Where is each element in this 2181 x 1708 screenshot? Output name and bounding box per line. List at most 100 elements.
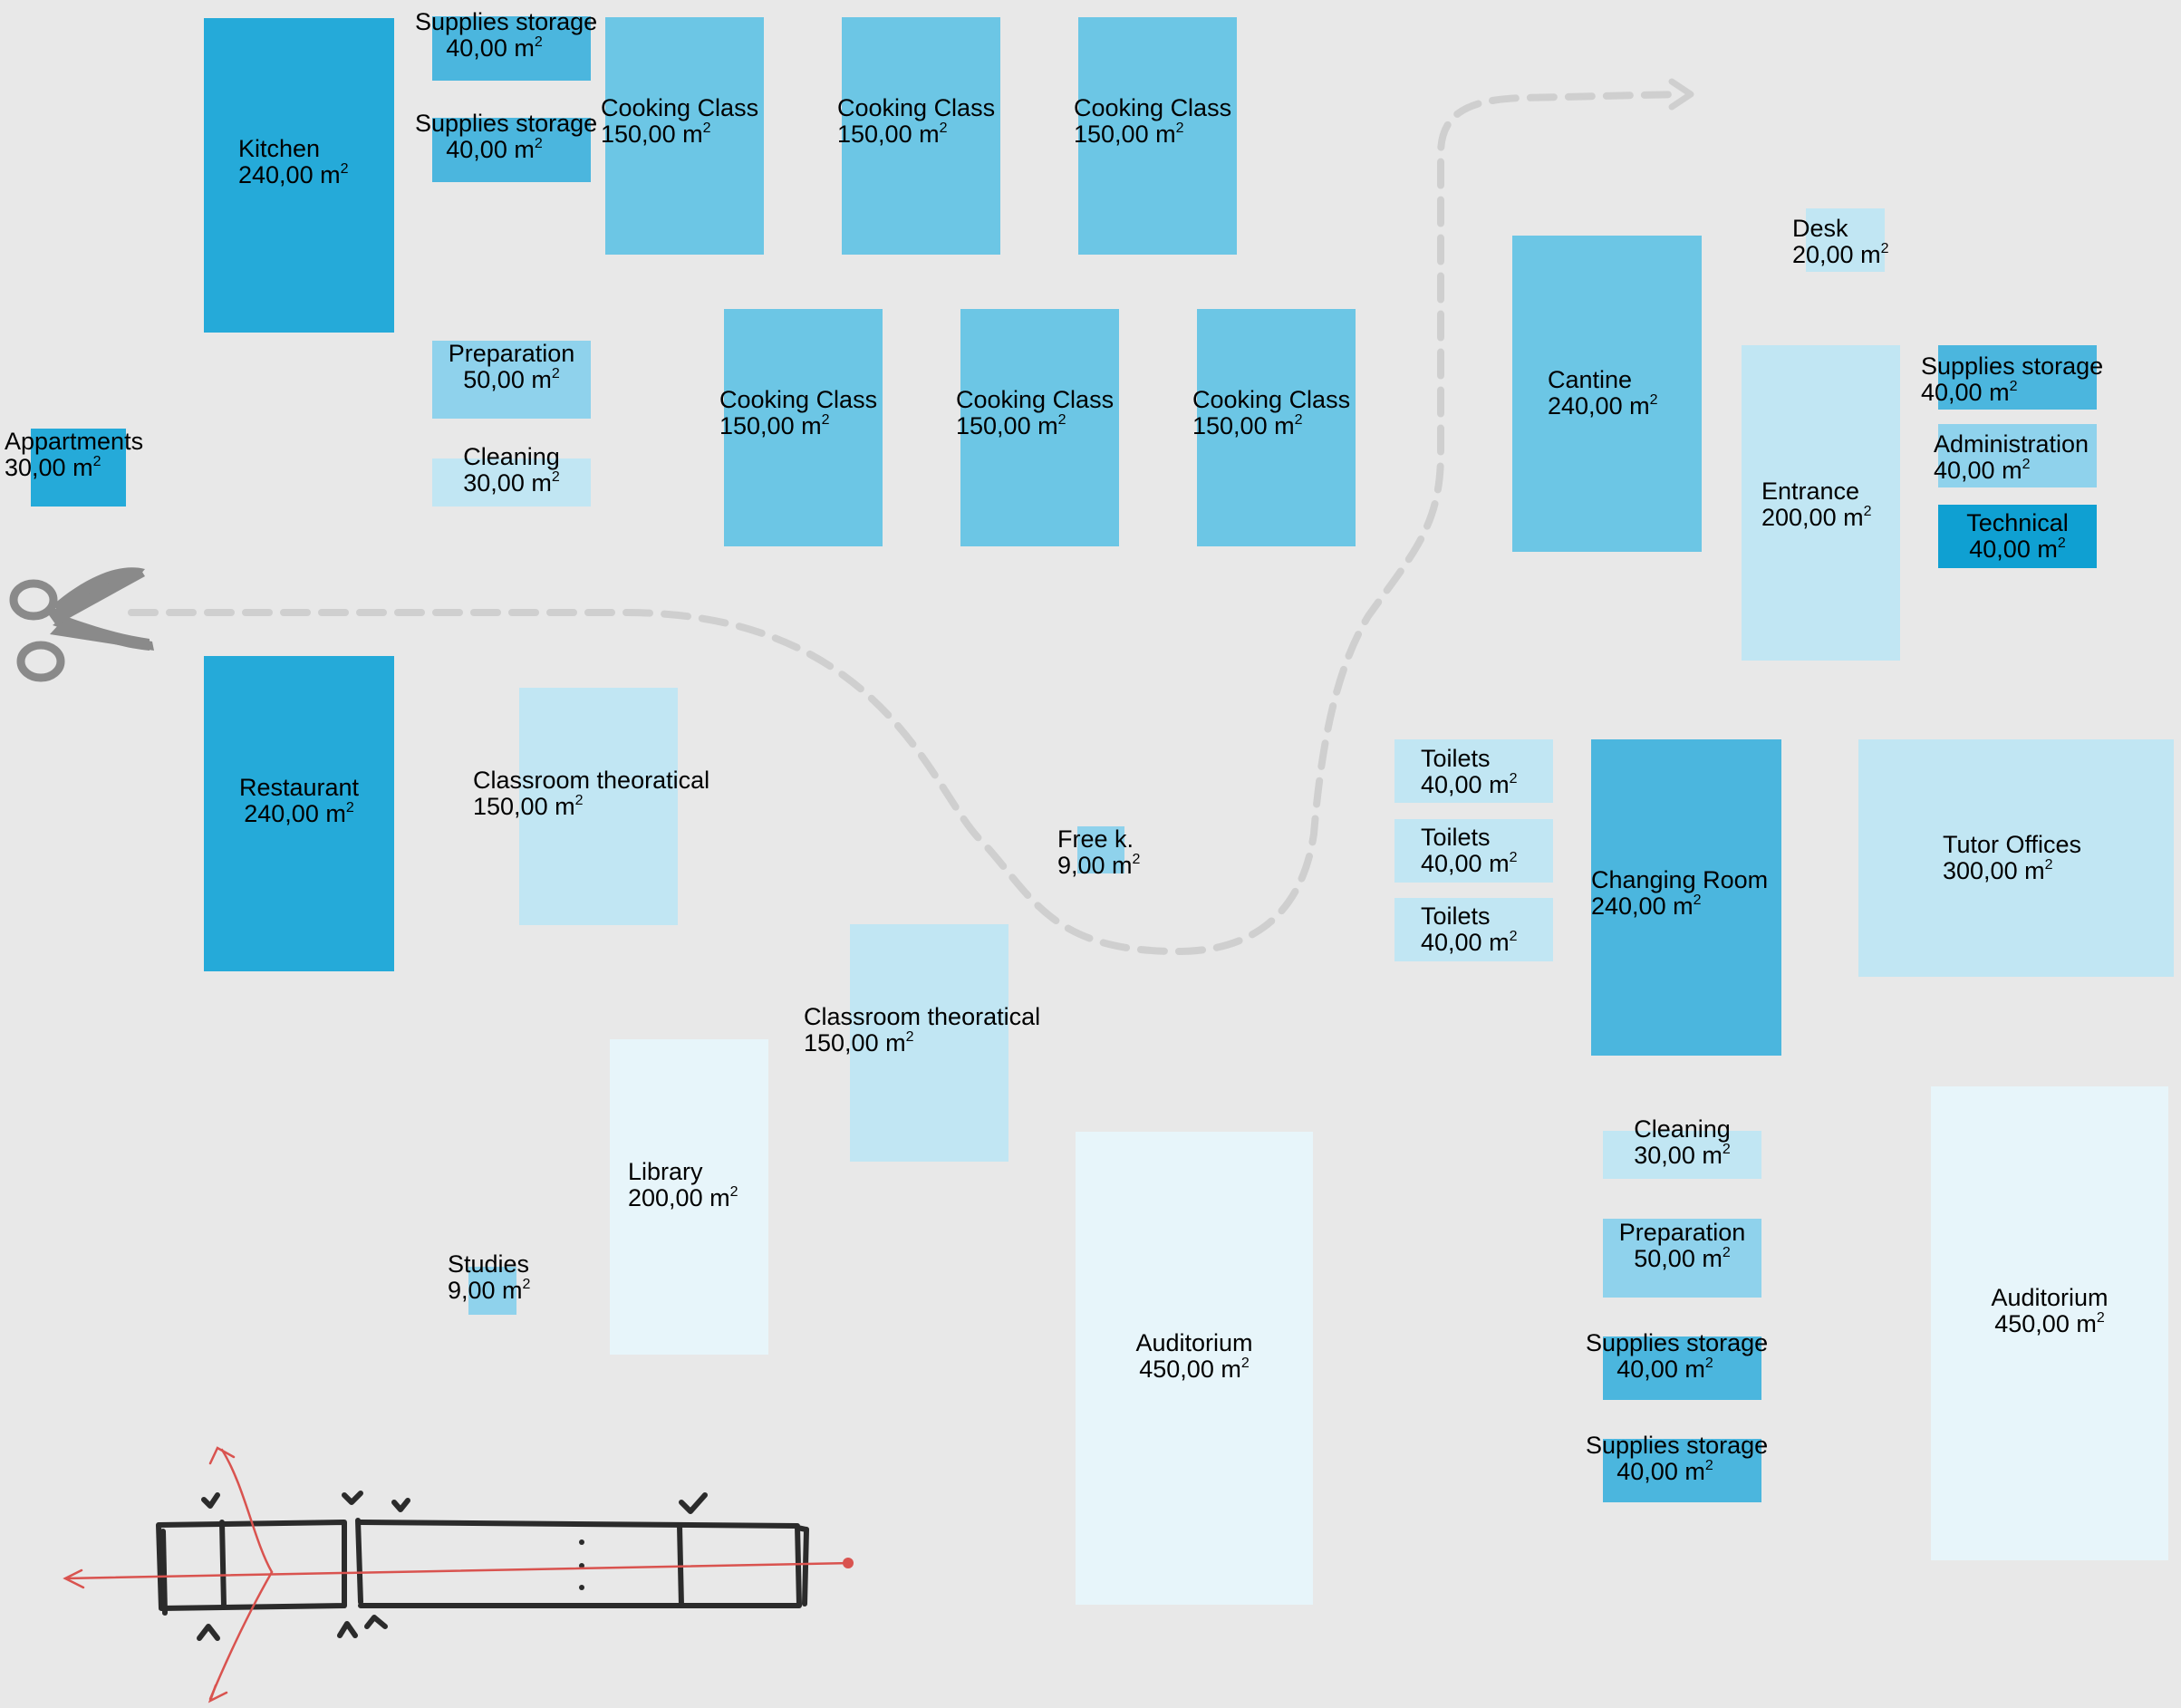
room-classroom-theoretical-2[interactable] — [850, 924, 1008, 1162]
room-cooking-class-4[interactable] — [724, 309, 883, 546]
room-name: Supplies storage — [415, 8, 598, 35]
room-cleaning-1[interactable] — [432, 458, 591, 507]
room-area: 30,00 m2 — [432, 470, 591, 497]
room-area: 450,00 m2 — [1076, 1356, 1313, 1383]
room-name: Cleaning — [463, 443, 560, 470]
area-superscript: 2 — [905, 1029, 914, 1045]
room-area: 40,00 m2 — [1586, 1356, 1744, 1383]
area-superscript: 2 — [92, 454, 101, 469]
area-superscript: 2 — [1294, 412, 1303, 428]
room-toilets-2[interactable] — [1394, 819, 1553, 883]
room-name: Technical — [1966, 509, 2069, 536]
room-area: 240,00 m2 — [204, 801, 394, 827]
room-area-value: 300,00 m — [1943, 857, 2045, 884]
room-area: 40,00 m2 — [1921, 380, 2103, 406]
room-area: 200,00 m2 — [1761, 505, 1871, 531]
room-cantine[interactable] — [1512, 236, 1702, 552]
room-area: 150,00 m2 — [473, 794, 709, 820]
room-classroom-theoretical-1[interactable] — [519, 688, 678, 925]
room-auditorium-1[interactable] — [1076, 1132, 1313, 1605]
area-superscript: 2 — [1509, 850, 1518, 865]
room-kitchen[interactable] — [204, 18, 394, 333]
room-area: 50,00 m2 — [432, 367, 591, 393]
room-area: 40,00 m2 — [415, 35, 574, 62]
room-area: 150,00 m2 — [719, 413, 877, 439]
room-supplies-storage-3[interactable] — [1938, 345, 2097, 410]
room-label: Free k.9,00 m2 — [1057, 826, 1140, 879]
room-technical[interactable] — [1938, 505, 2097, 568]
area-superscript: 2 — [1704, 1458, 1713, 1473]
room-appartments[interactable] — [31, 429, 126, 507]
room-name: Preparation — [1618, 1219, 1746, 1246]
room-name: Changing Room — [1591, 866, 1769, 893]
room-cooking-class-2[interactable] — [842, 17, 1000, 255]
room-restaurant[interactable] — [204, 656, 394, 971]
area-superscript: 2 — [2044, 857, 2053, 873]
room-area-value: 40,00 m — [1616, 1458, 1705, 1485]
room-area-value: 150,00 m — [719, 412, 822, 439]
room-area: 9,00 m2 — [448, 1278, 530, 1304]
room-studies[interactable] — [468, 1267, 516, 1315]
room-supplies-storage-2[interactable] — [432, 118, 591, 182]
room-administration[interactable] — [1938, 424, 2097, 487]
area-superscript: 2 — [1132, 852, 1141, 867]
room-area: 150,00 m2 — [601, 121, 758, 148]
room-name: Classroom theoratical — [804, 1003, 1041, 1030]
room-name: Auditorium — [1991, 1284, 2109, 1311]
area-superscript: 2 — [1649, 392, 1658, 408]
room-area: 150,00 m2 — [1192, 413, 1350, 439]
room-cleaning-2[interactable] — [1603, 1131, 1761, 1179]
room-name: Cantine — [1548, 366, 1633, 393]
room-name: Kitchen — [238, 135, 321, 162]
area-superscript: 2 — [1722, 1245, 1731, 1260]
room-area: 9,00 m2 — [1057, 853, 1140, 879]
room-area: 240,00 m2 — [238, 162, 348, 188]
room-name: Cooking Class — [956, 386, 1115, 413]
room-area: 30,00 m2 — [1603, 1143, 1761, 1169]
room-name: Cleaning — [1634, 1115, 1731, 1143]
room-name: Administration — [1934, 430, 2089, 458]
room-tutor-offices[interactable] — [1858, 739, 2174, 977]
room-library[interactable] — [610, 1039, 768, 1355]
room-cooking-class-5[interactable] — [960, 309, 1119, 546]
room-area: 200,00 m2 — [628, 1185, 738, 1211]
circulation-dashed-line — [128, 91, 1684, 956]
room-preparation-2[interactable] — [1603, 1219, 1761, 1298]
room-name: Cooking Class — [1074, 94, 1232, 121]
room-preparation-1[interactable] — [432, 341, 591, 419]
room-cooking-class-1[interactable] — [605, 17, 764, 255]
path-arrowhead — [1668, 78, 1694, 111]
room-cooking-class-3[interactable] — [1078, 17, 1237, 255]
area-superscript: 2 — [1704, 1356, 1713, 1371]
room-desk[interactable] — [1806, 208, 1885, 272]
room-entrance[interactable] — [1742, 345, 1900, 661]
room-supplies-storage-5[interactable] — [1603, 1439, 1761, 1502]
room-toilets-1[interactable] — [1394, 739, 1553, 803]
room-free-k[interactable] — [1077, 826, 1124, 873]
room-auditorium-2[interactable] — [1931, 1086, 2168, 1560]
room-area-value: 150,00 m — [837, 121, 940, 148]
room-area-value: 240,00 m — [1591, 893, 1694, 920]
room-supplies-storage-4[interactable] — [1603, 1336, 1761, 1400]
room-supplies-storage-1[interactable] — [432, 16, 591, 81]
room-name: Studies — [448, 1250, 530, 1278]
area-superscript: 2 — [1863, 504, 1872, 519]
room-cooking-class-6[interactable] — [1197, 309, 1356, 546]
room-changing-room[interactable] — [1591, 739, 1781, 1056]
room-toilets-3[interactable] — [1394, 898, 1553, 961]
room-area: 40,00 m2 — [1421, 772, 1517, 798]
